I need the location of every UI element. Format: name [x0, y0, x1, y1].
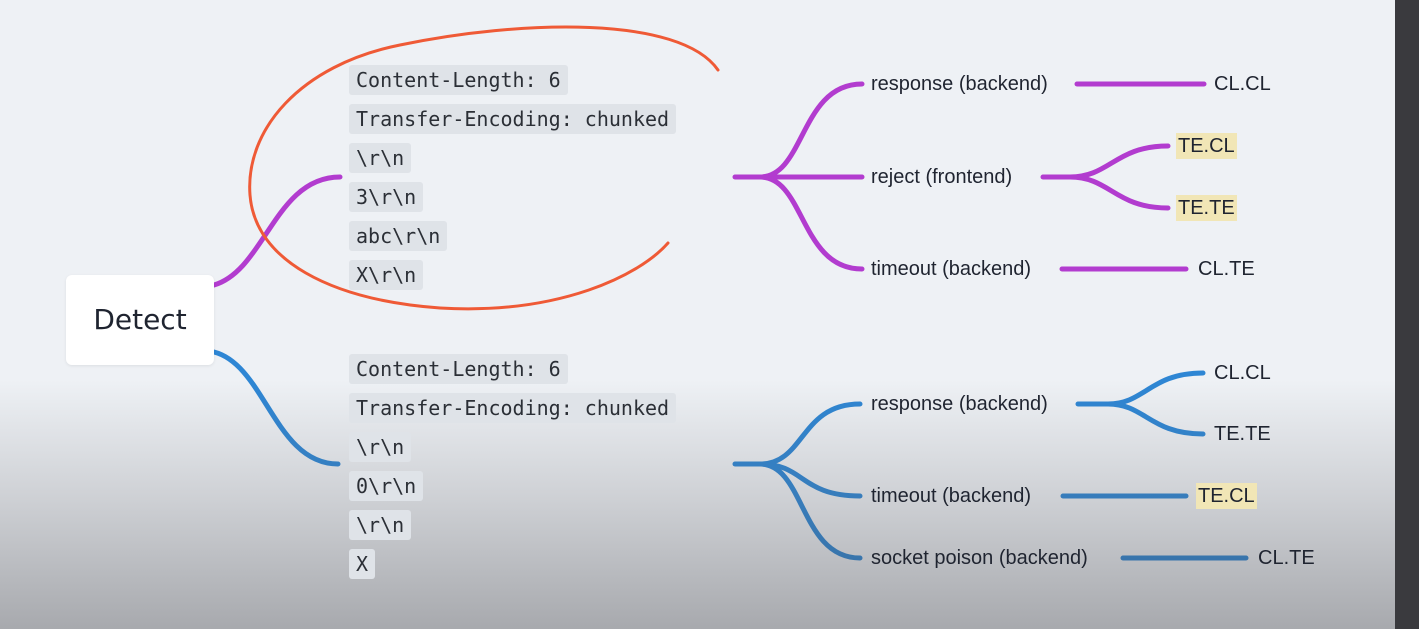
lower-code-line: \r\n [349, 432, 412, 462]
lower-code-line: Transfer-Encoding: chunked [349, 393, 677, 423]
upper-code-line: X\r\n [349, 260, 424, 290]
upper-outcome-timeout: timeout (backend) [871, 258, 1032, 280]
lower-outcome-timeout: timeout (backend) [871, 485, 1032, 507]
lower-outcome-socket-poison: socket poison (backend) [871, 547, 1088, 569]
upper-code-line: Content-Length: 6 [349, 65, 568, 95]
connector-upper-reject-tete [1067, 174, 1171, 211]
connector-lower-response-tete [1105, 401, 1206, 437]
upper-result-clcl: CL.CL [1214, 73, 1271, 95]
connector-lower-response-clcl [1105, 370, 1206, 407]
lower-result-clte: CL.TE [1258, 547, 1315, 569]
upper-outcome-reject: reject (frontend) [871, 166, 1013, 188]
lower-code-line: \r\n [349, 510, 412, 540]
lower-outcome-response: response (backend) [871, 393, 1048, 415]
lower-code-line: 0\r\n [349, 471, 424, 501]
lower-branch-lines [211, 349, 1249, 561]
connector-root-to-upper [211, 174, 343, 288]
lower-result-tete: TE.TE [1214, 423, 1271, 445]
upper-result-tete: TE.TE [1176, 195, 1237, 221]
connector-lower-response [757, 401, 863, 467]
upper-code-line: \r\n [349, 143, 412, 173]
lower-result-tecl: TE.CL [1196, 483, 1257, 509]
lower-code-line: X [349, 549, 376, 579]
connector-upper-timeout [757, 174, 865, 272]
upper-code-line: Transfer-Encoding: chunked [349, 104, 677, 134]
upper-result-clte: CL.TE [1198, 258, 1255, 280]
lower-code-line: Content-Length: 6 [349, 354, 568, 384]
upper-result-tecl: TE.CL [1176, 133, 1237, 159]
root-label: Detect [93, 303, 187, 336]
upper-outcome-response: response (backend) [871, 73, 1048, 95]
connector-lower-socket [757, 461, 863, 561]
connector-root-to-lower [211, 349, 341, 467]
connector-upper-reject-tecl [1067, 143, 1171, 180]
upper-branch-lines [211, 81, 1207, 288]
root-node: Detect [66, 275, 214, 365]
annotation-circle [248, 25, 720, 311]
upper-code-line: 3\r\n [349, 182, 424, 212]
connector-upper-response [757, 81, 865, 180]
lower-result-clcl: CL.CL [1214, 362, 1271, 384]
window-edge [1395, 0, 1419, 629]
upper-code-line: abc\r\n [349, 221, 448, 251]
